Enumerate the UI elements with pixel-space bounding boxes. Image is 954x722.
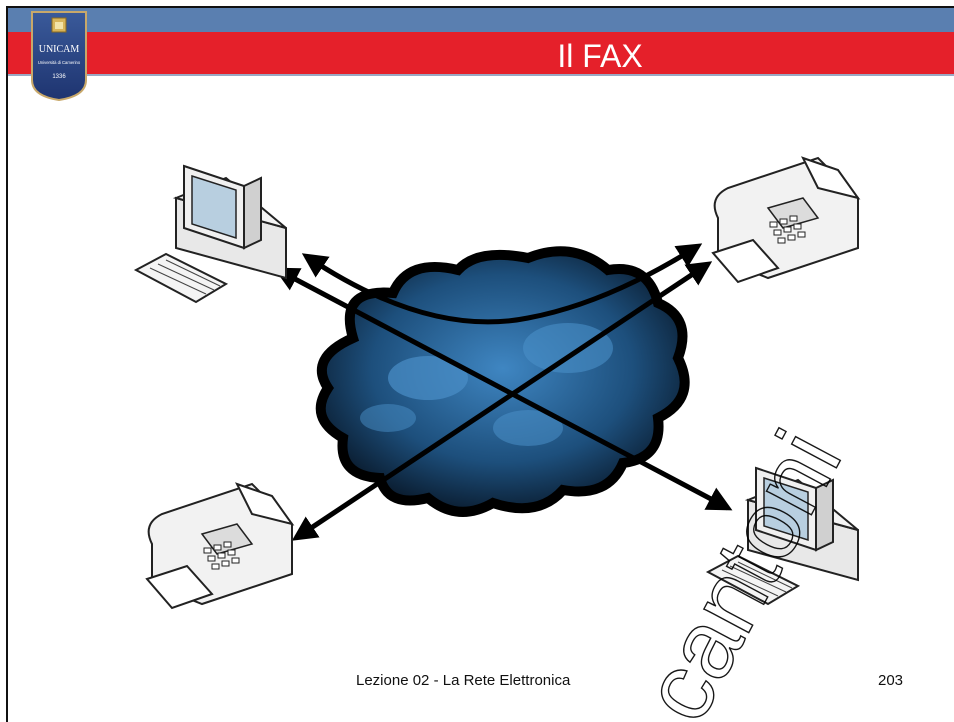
page-number: 203 [878, 672, 904, 689]
logo-year: 1336 [52, 74, 66, 80]
header-top-band [8, 8, 954, 32]
cloud-network-icon [315, 246, 690, 517]
header-divider [8, 74, 954, 76]
fax-network-diagram: cantoni [133, 156, 863, 722]
logo-text: UNICAM [39, 44, 80, 55]
fax-bottom-left-icon [145, 482, 295, 610]
computer-top-left-icon [133, 164, 287, 304]
slide: Il FAX UNICAM Università di Camerino 133… [6, 6, 954, 722]
connection-lines [273, 243, 733, 541]
fax-top-right-icon [711, 156, 861, 284]
logo-subtext: Università di Camerino [38, 60, 81, 65]
unicam-logo-icon: UNICAM Università di Camerino 1336 [31, 11, 87, 102]
footer-text: Lezione 02 - La Rete Elettronica [356, 672, 571, 689]
slide-title: Il FAX [557, 38, 643, 74]
header-title-band [8, 32, 954, 74]
connection-fax-to-fax [291, 261, 713, 541]
computer-bottom-right-icon [705, 466, 859, 606]
